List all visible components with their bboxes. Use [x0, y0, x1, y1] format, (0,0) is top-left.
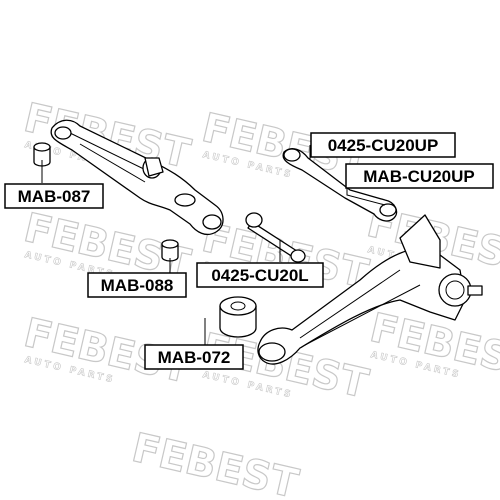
watermark-8: FEBEST AUTO PARTS: [365, 304, 500, 388]
bushing-mab-072: [219, 296, 257, 338]
label-0425-cu20up-text: 0425-CU20UP: [328, 136, 439, 155]
label-mab-072: MAB-072: [144, 344, 244, 370]
label-mab-087-text: MAB-087: [18, 187, 91, 206]
watermark-9: FEBEST: [127, 424, 303, 500]
label-mab-072-text: MAB-072: [158, 348, 231, 367]
bushing-mab-088: [161, 239, 179, 262]
label-mab-088-text: MAB-088: [101, 276, 174, 295]
bushing-mab-087: [33, 142, 51, 167]
label-0425-cu20up: 0425-CU20UP: [310, 132, 456, 158]
link-0425-cu20l: [245, 212, 306, 263]
label-0425-cu20l: 0425-CU20L: [196, 262, 324, 288]
label-mab-cu20up: MAB-CU20UP: [345, 163, 494, 189]
upper-arm-0425-cu20up: [282, 148, 398, 222]
label-mab-087: MAB-087: [4, 183, 104, 209]
label-mab-cu20up-text: MAB-CU20UP: [363, 167, 474, 186]
label-mab-088: MAB-088: [87, 272, 187, 298]
trailing-arm: [257, 214, 483, 365]
watermark-brand: FEBEST: [128, 425, 303, 500]
watermark-brand: FEBEST: [366, 305, 500, 388]
label-0425-cu20l-text: 0425-CU20L: [211, 266, 308, 285]
lower-control-arm: [50, 119, 224, 236]
